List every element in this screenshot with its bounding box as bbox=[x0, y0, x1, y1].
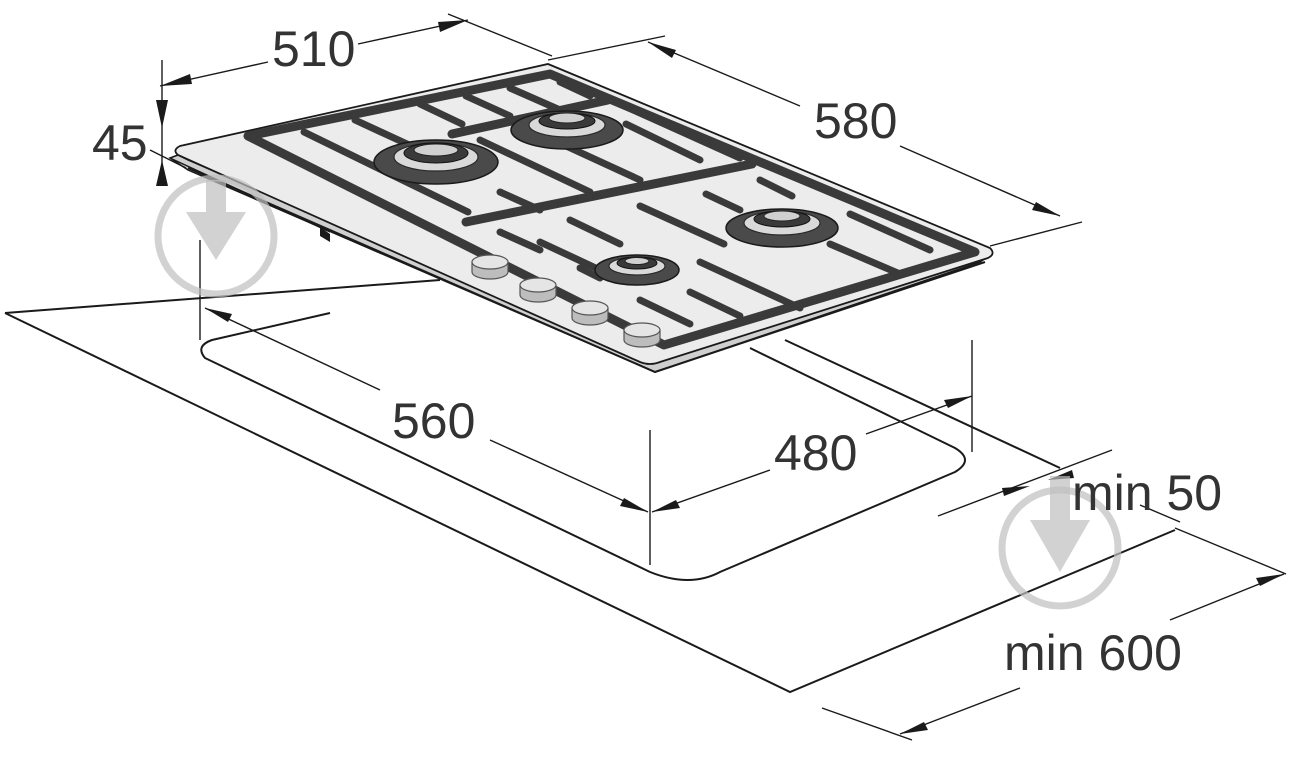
hob bbox=[168, 63, 994, 374]
burner-rear-right bbox=[510, 110, 624, 150]
label-480: 480 bbox=[774, 425, 857, 481]
label-580: 580 bbox=[814, 93, 897, 149]
label-45: 45 bbox=[92, 115, 148, 171]
label-510: 510 bbox=[272, 21, 355, 77]
knob bbox=[571, 300, 609, 326]
dimension-45 bbox=[149, 100, 187, 186]
burner-small bbox=[594, 254, 680, 286]
control-knobs bbox=[471, 254, 661, 348]
dimension-min-600 bbox=[821, 527, 1287, 741]
dimension-480 bbox=[651, 340, 973, 513]
label-min-600: min 600 bbox=[1004, 625, 1182, 681]
burner-right bbox=[725, 208, 839, 248]
dimension-580 bbox=[547, 35, 1083, 247]
knob bbox=[623, 322, 661, 348]
label-min-50: min 50 bbox=[1072, 465, 1222, 521]
knob bbox=[471, 254, 509, 280]
watermark-logo bbox=[998, 476, 1122, 610]
knob bbox=[519, 277, 557, 303]
burner-large bbox=[373, 139, 499, 185]
dimension-510 bbox=[159, 13, 553, 102]
cutout-outline bbox=[200, 312, 966, 581]
watermark-logo bbox=[154, 174, 278, 298]
label-560: 560 bbox=[392, 393, 475, 449]
